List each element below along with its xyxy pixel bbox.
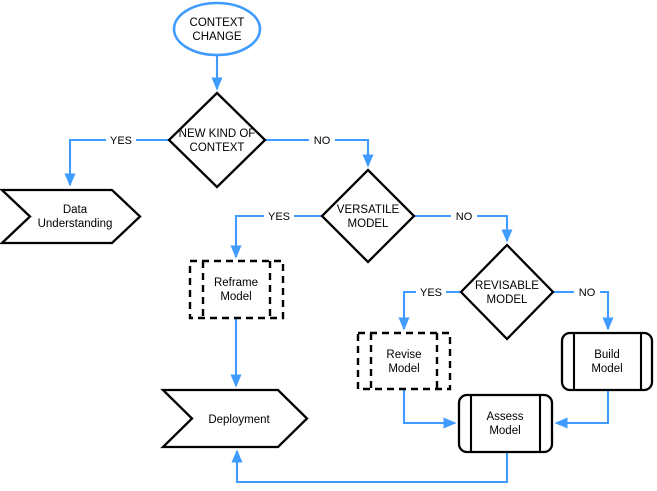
node-label-line2: CHANGE (192, 31, 242, 43)
edge-label-revisable-yes: YES (416, 285, 446, 299)
node-label-line1: REVISABLE (475, 280, 539, 292)
dashed-process-shape (188, 259, 285, 320)
node-label-line1: VERSATILE (337, 204, 400, 216)
node-label-line2: CONTEXT (190, 142, 245, 154)
node-label-line2: Model (220, 291, 251, 303)
node-deployment: Deployment (160, 388, 309, 449)
node-label-line2: MODEL (348, 218, 390, 230)
decision-diamond-shape (459, 243, 555, 341)
decision-diamond-shape (167, 91, 267, 189)
edge-assess-to-deployment (231, 449, 509, 484)
edge-label-bg (309, 133, 335, 147)
edge-label-bg (451, 209, 477, 223)
node-label: Deployment (208, 414, 270, 426)
edge-revise-to-assess (402, 389, 457, 429)
edge-versatile-no-to-revisable (414, 214, 513, 243)
edge-label-bg (574, 285, 600, 299)
node-label-line2: Model (489, 425, 520, 437)
edge-label-versatile-no: NO (451, 209, 477, 223)
node-label-line2: Model (591, 363, 622, 375)
node-new-kind-of-context: NEW KIND OF CONTEXT (167, 91, 267, 189)
predefined-process-shape (560, 331, 654, 392)
edge-label-text: NO (579, 287, 596, 299)
edge-revisable-no-to-build (553, 290, 614, 331)
predefined-process-shape (457, 393, 554, 454)
node-label-line2: Understanding (38, 218, 113, 230)
edge-build-to-assess (554, 390, 610, 429)
node-label-line1: CONTEXT (190, 17, 245, 29)
node-label-line2: Model (388, 363, 419, 375)
edge-label-new-kind-no: NO (309, 133, 335, 147)
edge-label-text: NO (456, 211, 473, 223)
node-label-line1: Data (63, 204, 88, 216)
edge-new-kind-no-to-versatile (265, 138, 374, 168)
dashed-process-shape (356, 331, 452, 391)
node-data-understanding: Data Understanding (0, 188, 142, 245)
chevron-banner-shape (0, 188, 142, 245)
node-label-line1: Reframe (214, 277, 258, 289)
edge-label-bg (264, 209, 294, 223)
edge-label-versatile-yes: YES (264, 209, 294, 223)
chevron-banner-shape (160, 388, 309, 449)
edge-label-bg (106, 133, 136, 147)
edge-label-text: YES (268, 211, 290, 223)
node-label-line1: Assess (486, 411, 523, 423)
node-revisable-model: REVISABLE MODEL (459, 243, 555, 341)
edge-label-text: YES (110, 135, 132, 147)
node-label-line2: MODEL (487, 294, 529, 306)
terminator-ellipse-shape (172, 1, 262, 57)
node-label-line1: Build (594, 349, 620, 361)
node-versatile-model: VERSATILE MODEL (320, 168, 416, 264)
node-assess-model: Assess Model (457, 393, 554, 454)
edge-label-new-kind-yes: YES (106, 133, 136, 147)
node-reframe-model: Reframe Model (188, 259, 285, 320)
edge-label-text: YES (420, 287, 442, 299)
edge-label-revisable-no: NO (574, 285, 600, 299)
node-context-change: CONTEXT CHANGE (172, 1, 262, 57)
edge-label-bg (416, 285, 446, 299)
edge-label-text: NO (314, 135, 331, 147)
node-label-line1: NEW KIND OF (179, 128, 256, 140)
node-revise-model: Revise Model (356, 331, 452, 391)
decision-diamond-shape (320, 168, 416, 264)
node-build-model: Build Model (560, 331, 654, 392)
node-label-line1: Revise (386, 349, 421, 361)
